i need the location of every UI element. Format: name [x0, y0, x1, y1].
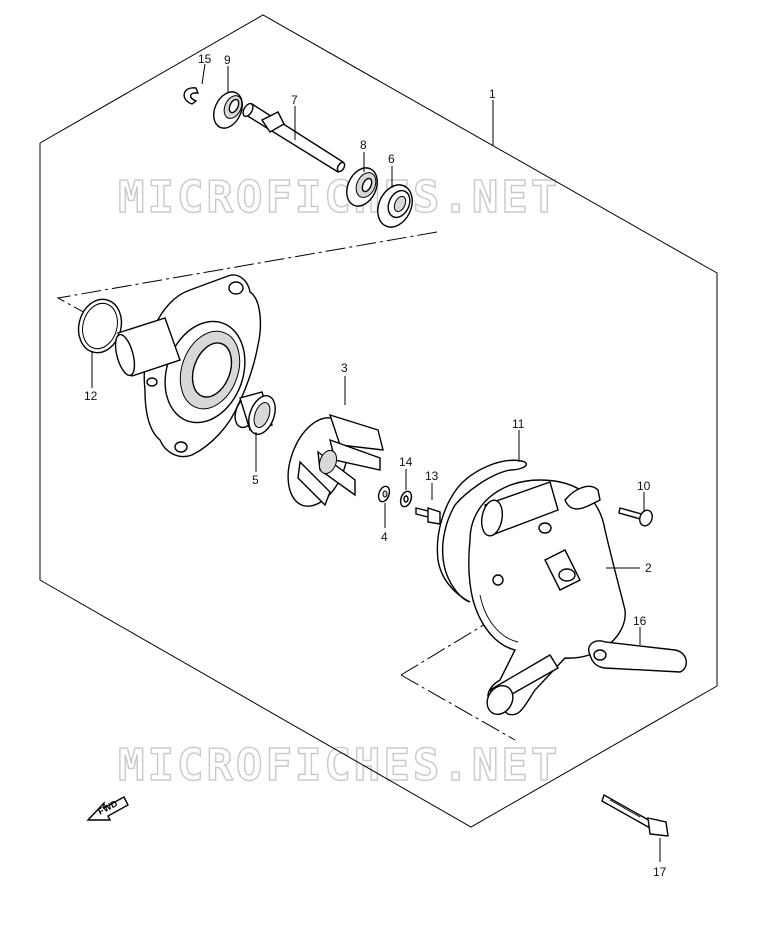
watermark-top: MICROFICHES.NET — [118, 172, 560, 223]
callout-16: 16 — [633, 614, 647, 628]
callout-12: 12 — [84, 389, 98, 403]
circlip-part — [183, 87, 200, 105]
callout-10: 10 — [637, 479, 651, 493]
oil-seal-part — [377, 184, 413, 228]
callout-9: 9 — [224, 53, 231, 67]
pump-cover-part — [114, 274, 262, 458]
watermark-bottom: MICROFICHES.NET — [118, 740, 560, 791]
callout-11: 11 — [512, 417, 525, 431]
clamp-part — [588, 640, 687, 673]
gasket-washer-part — [399, 490, 413, 508]
callout-14: 14 — [399, 455, 413, 469]
leader-lines — [91, 63, 661, 862]
pump-housing-part — [468, 479, 626, 716]
impeller-bolt-part — [415, 507, 441, 525]
mechanical-seal-part — [234, 391, 276, 435]
impeller-part — [287, 413, 384, 507]
callout-3: 3 — [341, 361, 348, 375]
callout-6: 6 — [388, 152, 395, 166]
o-ring-large-part — [77, 298, 123, 354]
callout-4: 4 — [381, 530, 388, 544]
mounting-bolt-part — [601, 793, 669, 837]
callout-13: 13 — [425, 469, 439, 483]
callout-7: 7 — [291, 93, 298, 107]
callout-5: 5 — [252, 473, 259, 487]
callout-1: 1 — [489, 87, 496, 101]
washer-part — [377, 485, 391, 503]
housing-bolt-part — [618, 507, 653, 527]
fwd-arrow: FWD — [86, 796, 129, 821]
callout-2: 2 — [645, 561, 652, 575]
callout-labels: 1 2 3 4 5 6 7 8 9 10 11 12 13 14 15 16 1… — [84, 52, 667, 879]
callout-8: 8 — [360, 138, 367, 152]
bearing-middle-part — [346, 167, 378, 207]
shaft-part — [242, 102, 346, 173]
callout-17: 17 — [653, 865, 667, 879]
o-ring-housing-part — [436, 459, 527, 603]
callout-15: 15 — [198, 52, 212, 66]
assembly-outline — [39, 14, 718, 828]
bearing-upper-part — [213, 91, 243, 129]
